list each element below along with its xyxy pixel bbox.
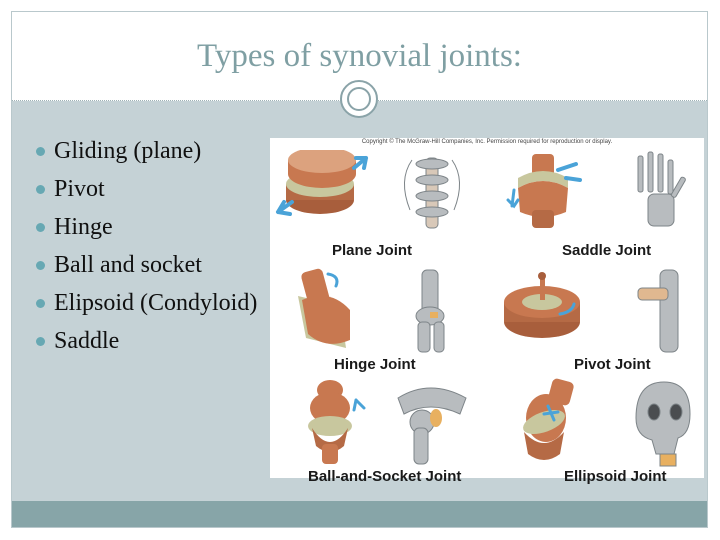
plane-joint-panel: Plane Joint [270, 147, 486, 262]
bullet-dot-icon [36, 337, 45, 346]
hinge-joint-panel: Hinge Joint [270, 266, 486, 378]
circle-ornament-icon [340, 80, 378, 118]
saddle-joint-label: Saddle Joint [562, 242, 652, 259]
bullet-text: Elipsoid (Condyloid) [54, 290, 258, 316]
bullet-item: Elipsoid (Condyloid) [34, 288, 274, 318]
figure-copyright: Copyright © The McGraw-Hill Companies, I… [361, 139, 613, 145]
pivot-joint-illustration [504, 269, 679, 353]
bullet-item: Gliding (plane) [34, 136, 274, 166]
bullet-item: Hinge [34, 212, 274, 242]
bullet-dot-icon [36, 147, 45, 156]
footer-bar [12, 501, 707, 527]
hinge-joint-illustration [298, 268, 445, 353]
ball-and-socket-joint-label: Ball-and-Socket Joint [308, 468, 462, 485]
bullet-dot-icon [36, 299, 45, 308]
plane-joint-illustration [276, 147, 460, 229]
saddle-joint-illustration [506, 151, 686, 228]
bullet-text: Hinge [54, 214, 113, 240]
ellipsoid-joint-illustration [523, 378, 691, 467]
plane-joint-label: Plane Joint [332, 242, 413, 259]
bullet-item: Ball and socket [34, 250, 274, 280]
ball-and-socket-joint-panel: Ball-and-Socket Joint [270, 378, 486, 490]
slide-title: Types of synovial joints: [197, 38, 522, 74]
bullet-text: Gliding (plane) [54, 138, 202, 164]
pivot-joint-label: Pivot Joint [574, 356, 651, 373]
bullet-dot-icon [36, 223, 45, 232]
synovial-joints-figure: Copyright © The McGraw-Hill Companies, I… [270, 138, 704, 485]
slide: Types of synovial joints: Gliding (plane… [11, 11, 708, 528]
bullet-dot-icon [36, 185, 45, 194]
bullet-dot-icon [36, 261, 45, 270]
bullet-item: Pivot [34, 174, 274, 204]
ellipsoid-joint-label: Ellipsoid Joint [564, 468, 667, 485]
ball-and-socket-joint-illustration [308, 380, 467, 465]
bullet-text: Saddle [54, 328, 120, 354]
pivot-joint-panel: Pivot Joint [488, 266, 704, 378]
content-area: Gliding (plane) Pivot Hinge Ball and soc… [12, 101, 707, 501]
ellipsoid-joint-panel: Ellipsoid Joint [488, 378, 704, 490]
bullet-list: Gliding (plane) Pivot Hinge Ball and soc… [34, 136, 274, 364]
bullet-text: Pivot [54, 176, 105, 202]
saddle-joint-panel: Saddle Joint [488, 150, 704, 262]
hinge-joint-label: Hinge Joint [334, 356, 416, 373]
bullet-text: Ball and socket [54, 252, 202, 278]
bullet-item: Saddle [34, 326, 274, 356]
